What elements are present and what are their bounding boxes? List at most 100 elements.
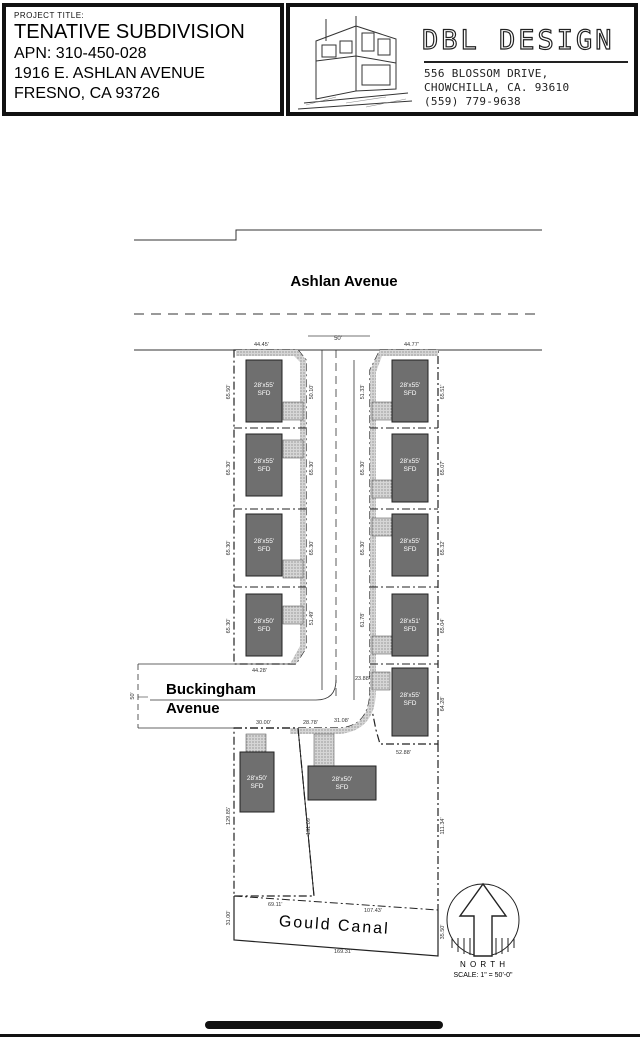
bottom-row-boundary [234,689,371,729]
street-label-buckingham-2: Avenue [166,700,220,717]
dim-btm-a: 30.00' [256,720,271,726]
canal-parcel [233,896,439,957]
dim-curve: 23.88' [355,676,370,682]
dim-canal-a: 69.11' [268,902,282,908]
lot-l4-size: 28'x50' [254,618,274,625]
house-lot-r5 [391,667,429,737]
driveway-bottom-2 [313,733,335,767]
dim-canal-b: 107.43' [364,908,382,914]
title-block: PROJECT TITLE: TENATIVE SUBDIVISION APN:… [0,0,640,122]
dim-inner-r2: 65.30' [360,461,366,476]
dim-right-4: 65.04' [440,619,446,634]
dim-inner-r3: 65.30' [360,541,366,556]
dim-inner-l1: 50.10' [309,385,315,400]
canal-label: Gould Canal [278,913,390,938]
dim-left-4: 65.30' [226,619,232,634]
street-label-buckingham-1: Buckingham [166,681,256,698]
north-arrow-icon [446,882,520,957]
bottom-left-lot [233,727,315,897]
lot-l2-size: 28'x55' [254,458,274,465]
lot-b1-type: SFD [251,783,264,790]
firm-phone: (559) 779-9638 [424,95,521,108]
house-lot-r3 [391,513,429,577]
dim-side-b: 131.09' [306,817,312,835]
home-indicator[interactable] [205,1021,443,1029]
lot-l3-size: 28'x55' [254,538,274,545]
dim-right-1: 65.51' [440,385,446,400]
firm-panel: DBL DESIGN 556 BLOSSOM DRIVE, CHOWCHILLA… [286,3,638,116]
house-lot-r2 [391,433,429,503]
house-lot-l1 [245,359,283,423]
lot-l3-type: SFD [258,546,271,553]
project-title-label: PROJECT TITLE: [14,11,85,20]
lot-r3-size: 28'x55' [400,538,420,545]
project-address-line2: FRESNO, CA 93726 [14,85,160,102]
dim-street-width: 50' [130,692,136,699]
dim-left-3: 65.30' [226,541,232,556]
dim-right-5: 64.28' [440,697,446,712]
dim-side-a: 129.85' [226,807,232,825]
lot-l1-size: 28'x55' [254,382,274,389]
lot-r1-size: 28'x55' [400,382,420,389]
lot-r3-type: SFD [404,546,417,553]
driveway-bottom-1 [245,733,267,753]
dim-left-1: 65.50' [226,385,232,400]
canal-north-edge [233,895,439,911]
project-apn: APN: 310-450-028 [14,45,147,62]
dim-top-right: 44.77' [404,342,419,348]
house-lot-b1 [239,751,275,813]
dim-canal-d: 31.00' [226,911,232,926]
ashlan-north-line [134,229,542,241]
lot-r5-size: 28'x55' [400,692,420,699]
lots-right: 28'x55' SFD 28'x55' SFD 28'x55' SFD 28'x… [391,359,429,737]
project-title: TENATIVE SUBDIVISION [14,21,245,43]
dim-inner-l3: 65.30' [309,541,315,556]
dim-inner-r1: 51.33' [360,385,366,400]
house-lot-b2 [307,765,377,801]
dim-bottom-left-lot: 44.28' [252,668,267,674]
dim-side-c: 111.34' [440,817,446,834]
right-block-boundary [369,349,439,745]
lot-l4-type: SFD [258,626,271,633]
north-label: N O R T H [460,960,506,969]
lot-b1-size: 28'x50' [247,775,267,782]
lot-l2-type: SFD [258,466,271,473]
project-title-panel: PROJECT TITLE: TENATIVE SUBDIVISION APN:… [2,3,284,116]
lot-b2-size: 28'x50' [332,776,352,783]
house-lot-l4 [245,593,283,657]
house-lot-l2 [245,433,283,497]
firm-address-line2: CHOWCHILLA, CA. 93610 [424,81,570,94]
lots-left: 28'x55' SFD 28'x55' SFD 28'x55' SFD 28'x… [245,359,283,657]
dim-right-2: 65.07' [440,461,446,476]
bottom-edge-bar [0,1034,640,1043]
lot-r4-size: 28'x51' [400,618,420,625]
dim-btm-b: 28.78' [303,720,318,726]
bottom-lot-divider [297,727,315,897]
dim-right-3: 65.32' [440,541,446,556]
firm-address-line1: 556 BLOSSOM DRIVE, [424,67,549,80]
lot-r5-type: SFD [404,700,417,707]
dim-btm-c: 31.08' [334,718,349,724]
dim-inner-l4: 51.49' [309,611,315,626]
house-lot-r1 [391,359,429,423]
house-lot-l3 [245,513,283,577]
dim-lot5-bottom: 52.88' [396,750,411,756]
project-address-line1: 1916 E. ASHLAN AVENUE [14,65,205,82]
lot-b2-type: SFD [336,784,349,791]
house-lot-r4 [391,593,429,657]
lot-r2-type: SFD [404,466,417,473]
lot-r1-type: SFD [404,390,417,397]
dim-inner-r4: 61.78' [360,613,366,628]
dim-canal-e: 35.50' [440,925,446,940]
firm-divider [424,61,628,63]
building-sketch-icon [297,16,413,110]
dim-inner-l2: 65.30' [309,461,315,476]
scale-label: SCALE: 1" = 50'-0" [453,972,513,979]
dim-top-left: 44.45' [254,342,269,348]
lot-r4-type: SFD [404,626,417,633]
lot-r2-size: 28'x55' [400,458,420,465]
dim-left-2: 65.30' [226,461,232,476]
row-dim-label: 50' [334,336,342,342]
firm-name: DBL DESIGN [421,24,615,56]
